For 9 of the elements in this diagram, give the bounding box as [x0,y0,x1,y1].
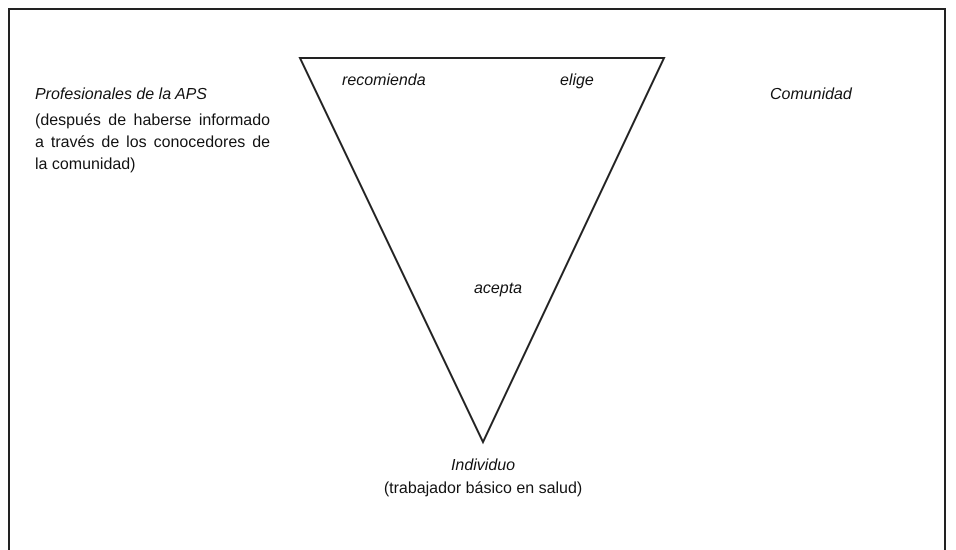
inverted-triangle [296,54,668,446]
role-label: Individuo [450,456,516,476]
role-label: Profesionales de la APS [35,85,207,105]
action-label: recomienda [342,71,426,91]
role-label: Comunidad [770,85,852,105]
action-label: elige [560,71,594,91]
note-text: (después de haberse informado a través de los conocedores de la comunidad) [35,111,270,175]
action-label: acepta [474,279,522,299]
note-text: (trabajador básico en salud) [382,479,584,499]
